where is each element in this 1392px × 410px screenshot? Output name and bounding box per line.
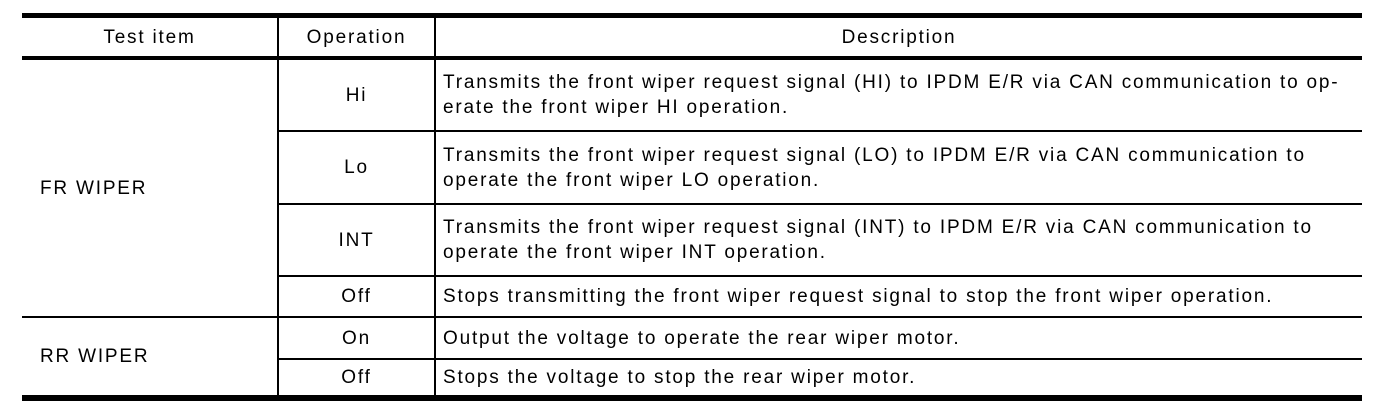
column-header-test-item: Test item <box>22 15 278 60</box>
table-row: Off Stops transmitting the front wiper r… <box>22 276 1362 318</box>
column-header-operation: Operation <box>277 15 435 60</box>
test-item-cell-rr-wiper: RR WIPER <box>22 317 278 399</box>
wiper-test-table: Test item Operation Description FR WIPER… <box>22 13 1362 401</box>
description-cell-lo: Transmits the front wiper request signal… <box>434 131 1362 205</box>
operation-cell-int: INT <box>277 204 435 277</box>
test-item-cell-fr-wiper: FR WIPER <box>22 58 278 318</box>
table-row: RR WIPER On Output the voltage to operat… <box>22 317 1362 399</box>
description-cell-rr-off: Stops the voltage to stop the rear wiper… <box>434 359 1362 399</box>
operation-cell-rr-off: Off <box>277 359 435 399</box>
operation-cell-lo: Lo <box>277 131 435 205</box>
description-cell-on: Output the voltage to operate the rear w… <box>434 317 1362 360</box>
table-row: INT Transmits the front wiper request si… <box>22 204 1362 277</box>
table-row: Lo Transmits the front wiper request sig… <box>22 131 1362 205</box>
operation-cell-fr-off: Off <box>277 276 435 318</box>
table-row: Off Stops the voltage to stop the rear w… <box>22 359 1362 399</box>
table-row: FR WIPER Hi Transmits the front wiper re… <box>22 58 1362 318</box>
description-cell-int: Transmits the front wiper request signal… <box>434 204 1362 277</box>
header-row: Test item Operation Description <box>22 15 1362 60</box>
operation-cell-hi: Hi <box>277 58 435 132</box>
description-cell-hi: Transmits the front wiper request signal… <box>434 58 1362 132</box>
description-cell-fr-off: Stops transmitting the front wiper reque… <box>434 276 1362 318</box>
operation-cell-on: On <box>277 317 435 360</box>
column-header-description: Description <box>434 15 1362 60</box>
